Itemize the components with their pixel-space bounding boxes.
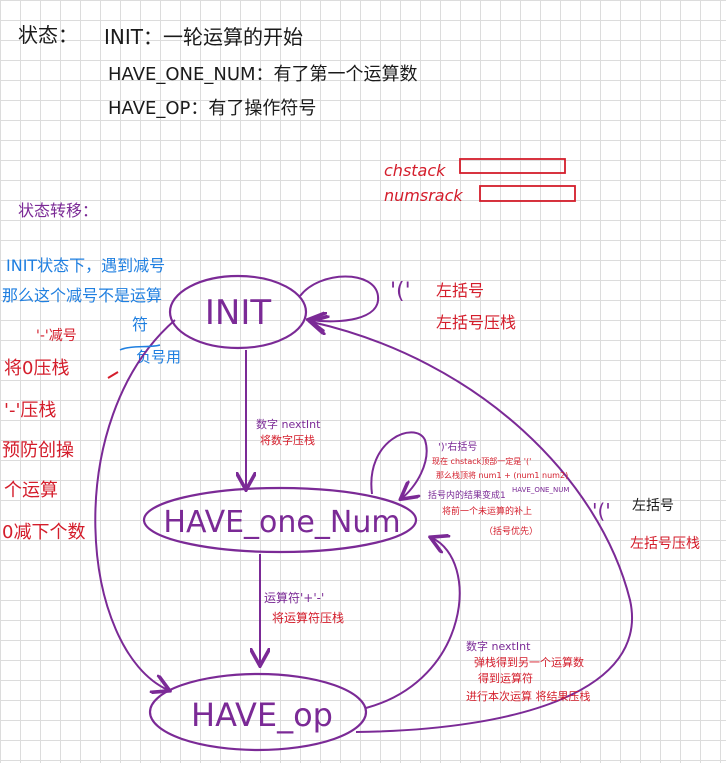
- edge-one-self-loop: [370, 431, 428, 498]
- edge-op-to-one: [365, 538, 461, 709]
- red-left-line-2: '-'压栈: [4, 400, 56, 421]
- numsrack-label: numsrack: [384, 186, 463, 205]
- blue-note-line-1: INIT状态下，遇到减号: [6, 256, 165, 275]
- section-title: 状态转移：: [18, 201, 98, 220]
- init-loop-paren: '(': [390, 279, 411, 304]
- chstack-box: [459, 158, 566, 174]
- one-self-line-3: 括号内的结果变成1: [428, 489, 506, 501]
- one-self-line-4: HAVE_ONE_NUM: [512, 486, 569, 494]
- state-have-op: [148, 672, 368, 752]
- red-left-line-4: 个运算: [4, 480, 58, 501]
- red-left-line-5: 0减下个数: [2, 522, 85, 543]
- op-one-line-1: 数字 nextInt: [466, 639, 531, 653]
- one-self-line-6: （括号优先）: [484, 525, 538, 537]
- blue-note-line-2: 那么这个减号不是运算: [2, 286, 162, 305]
- state-have-one-num-label: HAVE_one_Num: [163, 505, 400, 540]
- one-self-line-1: 现在 chstack顶部一定是 '(': [432, 456, 531, 466]
- status-one-line: HAVE_ONE_NUM：有了第一个运算数: [108, 64, 418, 85]
- init-loop-desc: 左括号: [436, 281, 484, 300]
- blue-note-line-3: 符: [132, 315, 148, 334]
- red-left-line-3: 预防创操: [2, 440, 74, 461]
- op-one-line-4: 进行本次运算 将结果压栈: [466, 689, 591, 703]
- one-self-line-5: 将前一个未运算的补上: [442, 505, 532, 517]
- right-loop-action: 左括号压栈: [630, 536, 700, 552]
- edge-right-loop-to-init: [312, 322, 633, 733]
- edge-one-op-line-2: 将运算符压栈: [272, 610, 344, 625]
- state-init-label: INIT: [205, 293, 271, 333]
- init-loop-action: 左括号压栈: [436, 313, 516, 332]
- edge-init-one-line-2: 将数字压栈: [260, 433, 315, 447]
- one-self-line-2: 那么栈顶将 num1 + (num1 num2): [436, 470, 568, 480]
- op-one-line-3: 得到运算符: [478, 671, 533, 685]
- edge-init-one-line-1: 数字 nextInt: [256, 417, 321, 431]
- numsrack-box: [479, 185, 576, 202]
- state-have-one-num: [142, 486, 418, 554]
- status-op-line: HAVE_OP：有了操作符号: [108, 98, 316, 119]
- right-loop-paren: '(': [592, 499, 611, 523]
- one-self-paren: ')'右括号: [438, 440, 477, 453]
- op-one-line-2: 弹栈得到另一个运算数: [474, 655, 584, 669]
- chstack-label: chstack: [384, 161, 446, 180]
- edge-one-op-line-1: 运算符'+'-': [264, 590, 324, 605]
- state-have-op-label: HAVE_op: [191, 696, 333, 734]
- red-left-line-1: 将0压栈: [4, 358, 69, 379]
- red-tick-mark: [107, 371, 119, 379]
- blue-underline-mark: [119, 344, 161, 351]
- edge-init-self-loop: [299, 275, 380, 322]
- status-label: 状态：: [18, 23, 78, 47]
- status-init-line: INIT：一轮运算的开始: [104, 25, 303, 49]
- minus-label: '-'减号: [36, 328, 77, 344]
- edge-init-to-op-left: [94, 319, 176, 690]
- right-loop-desc: 左括号: [632, 498, 674, 514]
- blue-note-tail: 负号用: [136, 348, 181, 366]
